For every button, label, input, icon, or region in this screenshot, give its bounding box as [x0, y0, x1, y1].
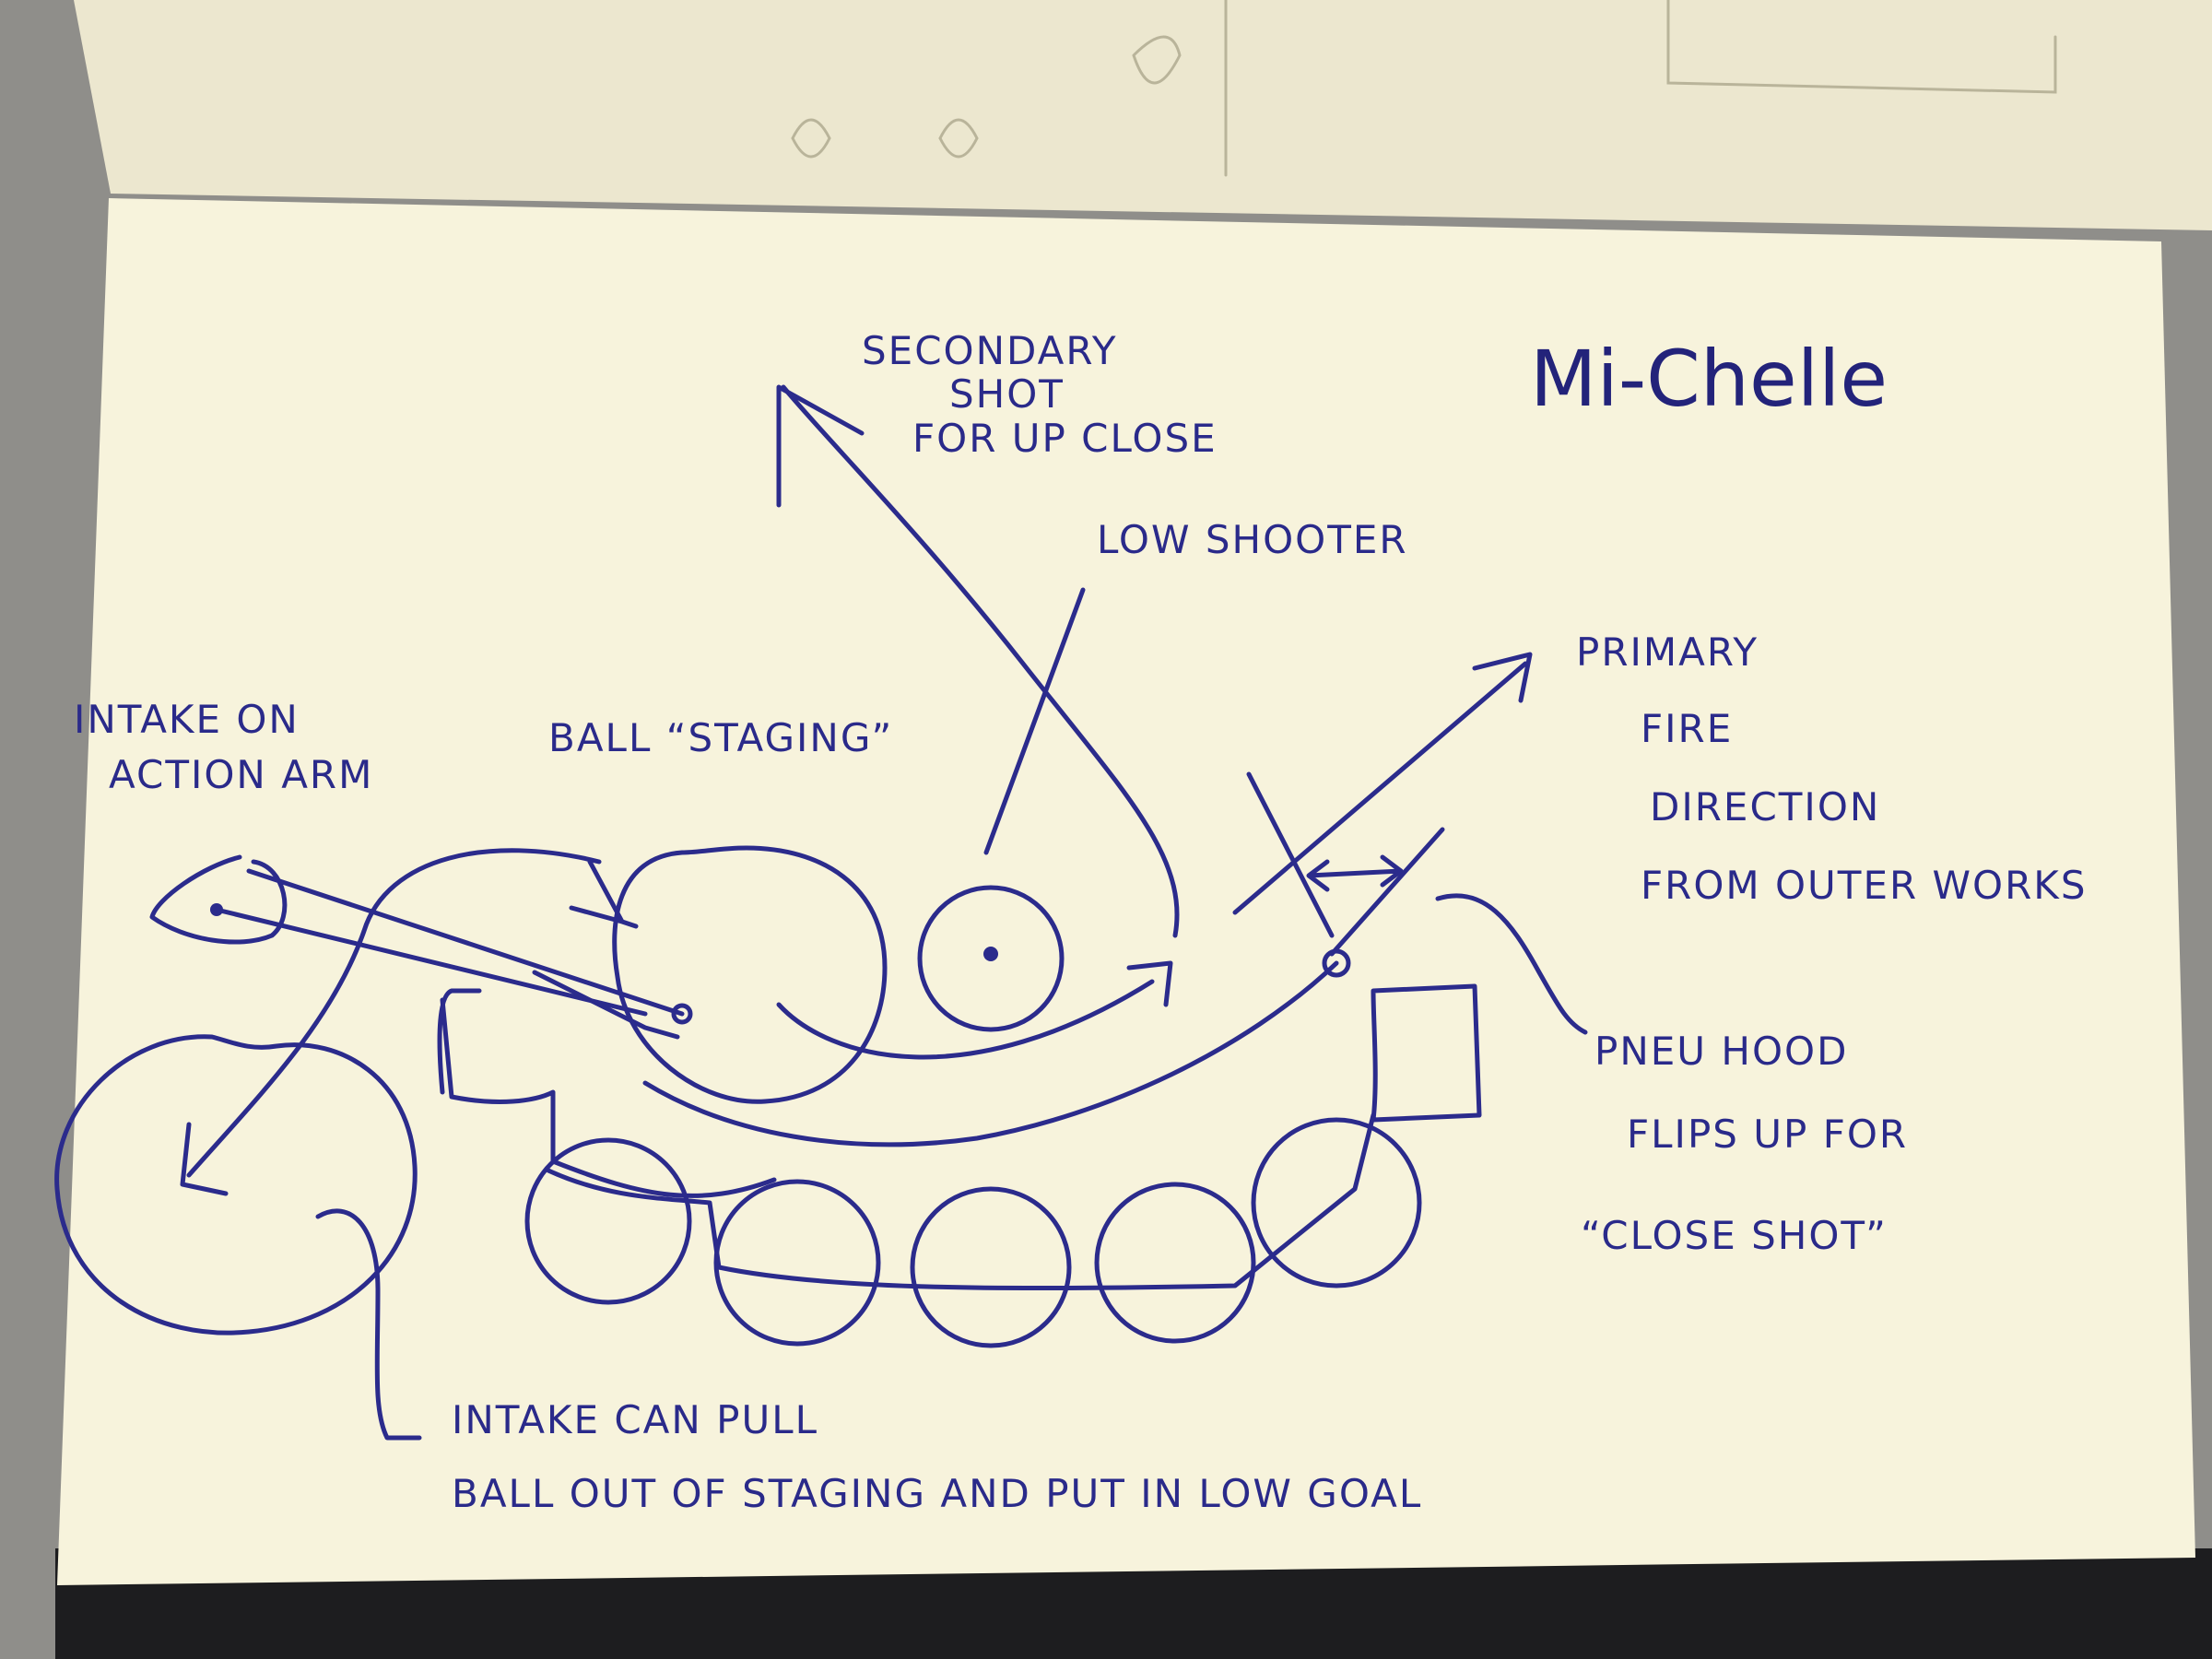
tread-wheel-2	[713, 1179, 881, 1347]
tread-wheel-3	[910, 1186, 1072, 1348]
label-secondary-shot-line-1: SECONDARY	[862, 328, 1118, 373]
tread-wheel-4	[1094, 1182, 1256, 1344]
hood-leader	[1435, 893, 1588, 1035]
label-primary-fire: PRIMARY FIRE DIRECTION FROM OUTER WORKS	[1576, 629, 2087, 908]
intake-arm-rod-upper	[246, 868, 685, 1017]
intake-down-arrow	[186, 848, 602, 1178]
staging-arrow	[569, 859, 639, 929]
label-pneu-hood: PNEU HOOD FLIPS UP FOR “CLOSE SHOT”	[1581, 1029, 1908, 1258]
previous-page	[74, 0, 2212, 230]
page-title: Mi-Chelle	[1530, 334, 1888, 424]
label-secondary-shot-line-3: FOR UP CLOSE	[912, 416, 1218, 461]
staging-ball	[612, 845, 888, 1104]
intake-arm-link	[532, 970, 680, 1040]
chassis-right-bumper	[1371, 983, 1482, 1123]
label-intake-arm-line-2: ACTION ARM	[109, 752, 373, 797]
hood-swing-arrow	[1306, 854, 1404, 892]
label-intake-arm: INTAKE ON ACTION ARM	[74, 697, 373, 797]
intake-arm-mount	[671, 1003, 693, 1025]
label-pneu-hood-line-2: FLIPS UP FOR	[1627, 1112, 1908, 1157]
primary-fire-arrowhead	[1472, 652, 1533, 703]
ball-path-arrowhead	[1126, 960, 1173, 1007]
hood-closed-line	[1329, 827, 1445, 957]
intake-arm-rod-lower	[214, 907, 648, 1017]
chassis-outer	[642, 960, 1339, 1147]
intake-pull-leader	[315, 1208, 422, 1441]
chassis-body	[440, 997, 777, 1198]
label-intake-pull: INTAKE CAN PULL BALL OUT OF STAGING AND …	[452, 1397, 1422, 1516]
low-shooter-leader	[983, 587, 1086, 855]
notebook-page	[57, 198, 2195, 1585]
ball-path-curve	[776, 979, 1155, 1060]
label-primary-fire-line-2: FIRE	[1641, 706, 1733, 751]
label-pneu-hood-line-3: “CLOSE SHOT”	[1581, 1213, 1888, 1258]
label-secondary-shot-line-2: SHOT	[949, 371, 1065, 417]
low-shooter-wheel	[917, 885, 1065, 1032]
label-primary-fire-line-3: DIRECTION	[1650, 784, 1880, 830]
label-pneu-hood-line-1: PNEU HOOD	[1594, 1029, 1848, 1074]
intake-down-arrowhead	[180, 1122, 229, 1196]
intake-low-goal-ball	[54, 1034, 418, 1335]
label-primary-fire-line-1: PRIMARY	[1576, 629, 1759, 675]
hood-pivot	[1322, 948, 1351, 978]
secondary-shot-path	[781, 384, 1180, 938]
hood-open-line	[1246, 771, 1335, 938]
primary-fire-path	[1232, 661, 1528, 915]
chassis-left-bumper	[437, 988, 482, 1095]
low-shooter-axle	[983, 947, 998, 961]
intake-arm	[149, 854, 288, 945]
label-secondary-shot: SECONDARY SHOT FOR UP CLOSE	[862, 328, 1218, 461]
previous-page-ghost-marks	[791, 0, 2057, 177]
label-low-shooter: LOW SHOOTER	[1097, 517, 1408, 562]
label-intake-pull-line-2: BALL OUT OF STAGING AND PUT IN LOW GOAL	[452, 1471, 1422, 1516]
label-primary-fire-line-4: FROM OUTER WORKS	[1641, 863, 2087, 908]
tread-wheel-1	[524, 1137, 692, 1305]
label-intake-pull-line-1: INTAKE CAN PULL	[452, 1397, 818, 1442]
chassis-bottom	[546, 1112, 1376, 1291]
label-ball-staging: BALL “STAGING”	[548, 715, 893, 760]
tread-wheel-5	[1251, 1117, 1422, 1288]
secondary-shot-arrowhead	[776, 384, 865, 508]
label-intake-arm-line-1: INTAKE ON	[74, 697, 300, 742]
